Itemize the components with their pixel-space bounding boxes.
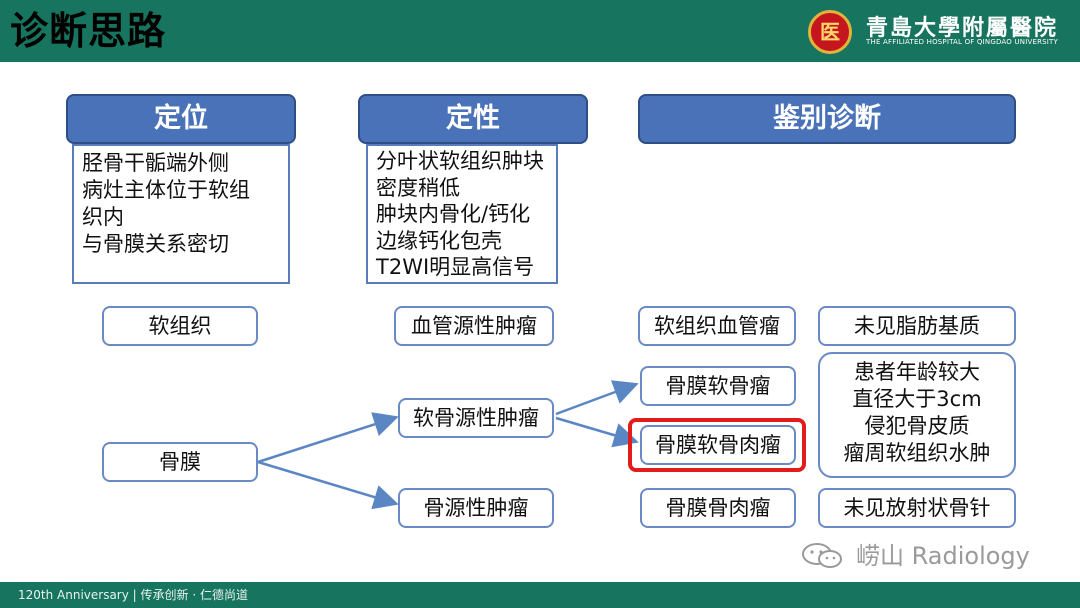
hospital-logo-icon: 医 bbox=[808, 10, 852, 54]
footer-text: 120th Anniversary | 传承创新 · 仁德尚道 bbox=[18, 588, 248, 602]
hospital-name-en: THE AFFILIATED HOSPITAL OF QINGDAO UNIVE… bbox=[866, 38, 1058, 46]
reason-line: 患者年龄较大 bbox=[854, 360, 980, 384]
arrow-cartilage-to-chondroma bbox=[555, 380, 639, 416]
header-nature: 定性 bbox=[358, 94, 588, 144]
node-periosteal-chondroma: 骨膜软骨瘤 bbox=[640, 366, 796, 406]
location-findings: 胫骨干骺端外侧 病灶主体位于软组 织内 与骨膜关系密切 bbox=[72, 144, 290, 284]
node-soft-tissue: 软组织 bbox=[102, 306, 258, 346]
location-line: 胫骨干骺端外侧 bbox=[82, 151, 229, 175]
slide-title: 诊断思路 bbox=[10, 9, 167, 53]
arrow-cartilage-to-chondrosarcoma bbox=[555, 416, 639, 448]
nature-line: T2WI明显高信号 bbox=[376, 255, 535, 279]
node-no-sunburst-spicules: 未见放射状骨针 bbox=[818, 488, 1016, 528]
reason-line: 侵犯骨皮质 bbox=[864, 414, 970, 438]
nature-line: 分叶状软组织肿块 bbox=[376, 149, 544, 173]
footer-bar bbox=[0, 582, 1080, 608]
nature-line: 肿块内骨化/钙化 bbox=[376, 202, 531, 226]
node-bone-tumor: 骨源性肿瘤 bbox=[398, 488, 554, 528]
nature-findings: 分叶状软组织肿块 密度稍低 肿块内骨化/钙化 边缘钙化包壳 T2WI明显高信号 bbox=[366, 144, 558, 284]
node-periosteal-osteosarcoma: 骨膜骨肉瘤 bbox=[640, 488, 796, 528]
node-cartilage-tumor: 软骨源性肿瘤 bbox=[398, 398, 554, 438]
reason-line: 瘤周软组织水肿 bbox=[843, 441, 991, 465]
location-line: 与骨膜关系密切 bbox=[82, 232, 229, 256]
node-soft-tissue-hemangioma: 软组织血管瘤 bbox=[638, 306, 796, 346]
nature-line: 边缘钙化包壳 bbox=[376, 228, 502, 253]
header-differential: 鉴别诊断 bbox=[638, 94, 1016, 144]
header-bar bbox=[0, 0, 1080, 62]
node-vascular-tumor: 血管源性肿瘤 bbox=[394, 306, 554, 346]
arrow-periosteum-to-bone bbox=[257, 460, 399, 510]
nature-line: 密度稍低 bbox=[376, 175, 460, 200]
node-periosteum: 骨膜 bbox=[102, 442, 258, 482]
node-no-fat-matrix: 未见脂肪基质 bbox=[818, 306, 1016, 346]
chondrosarcoma-reasons: 患者年龄较大 直径大于3cm 侵犯骨皮质 瘤周软组织水肿 bbox=[818, 352, 1016, 478]
node-periosteal-chondrosarcoma: 骨膜软骨肉瘤 bbox=[640, 425, 796, 465]
reason-line: 直径大于3cm bbox=[852, 387, 982, 411]
watermark-text: 崂山 Radiology bbox=[856, 542, 1030, 570]
arrow-periosteum-to-cartilage bbox=[257, 412, 399, 464]
location-line: 病灶主体位于软组 bbox=[82, 178, 250, 202]
header-location: 定位 bbox=[66, 94, 296, 144]
highlight-frame bbox=[628, 418, 806, 472]
wechat-icon bbox=[802, 543, 842, 568]
location-line: 织内 bbox=[82, 205, 124, 229]
